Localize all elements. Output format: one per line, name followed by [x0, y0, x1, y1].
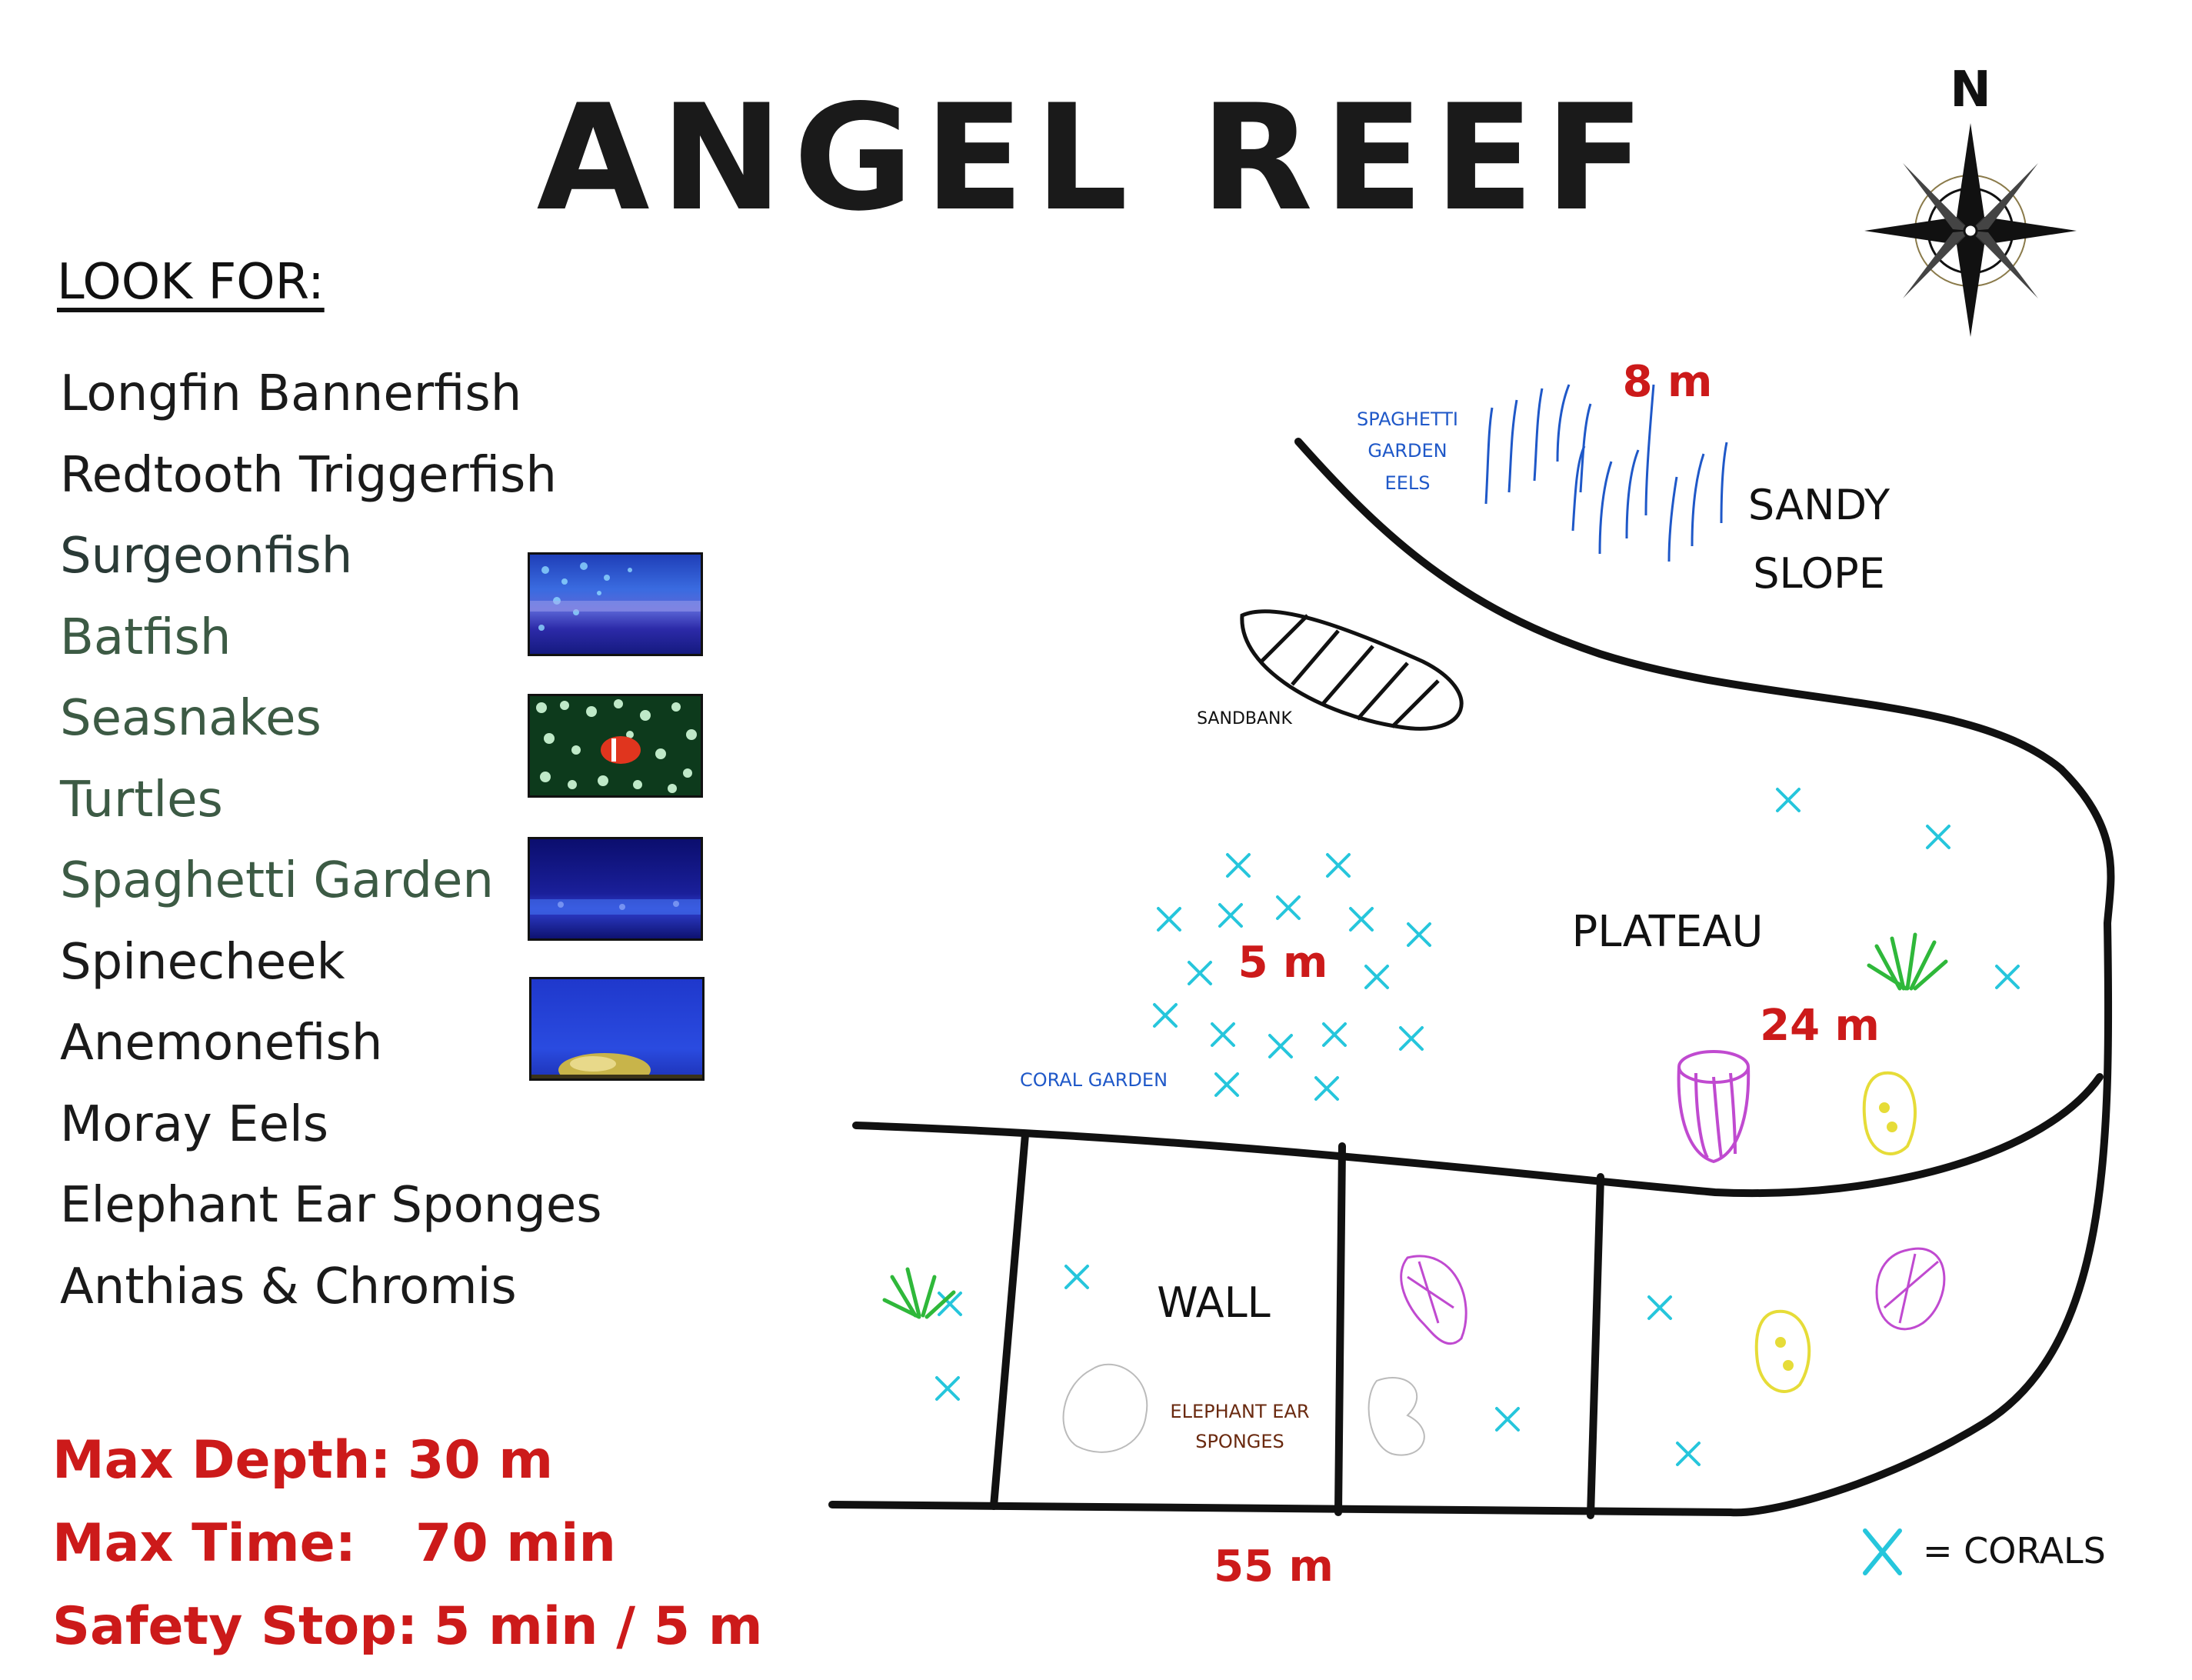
species-item: Moray Eels [60, 1095, 329, 1153]
safety-stop-label: Safety Stop: [52, 1596, 418, 1657]
coral-marker-icon [1995, 965, 2020, 989]
wall-divider-1 [990, 1131, 1029, 1510]
coral-marker-icon [1188, 961, 1212, 985]
coral-marker-icon [1407, 922, 1431, 947]
safety-stop-value: 5 min / 5 m [434, 1596, 763, 1657]
fan-coral-icon [1400, 1255, 1467, 1345]
coral-marker-icon [1314, 1076, 1339, 1101]
coral-marker-icon [1326, 853, 1351, 878]
sponge-yellow-icon [1754, 1309, 1811, 1393]
coral-marker-icon [1399, 1026, 1424, 1051]
max-time-value: 70 min [415, 1513, 616, 1574]
fan-coral-icon [1875, 1247, 1946, 1331]
coral-marker-icon [1926, 825, 1950, 849]
coral-marker-icon [1064, 1265, 1089, 1289]
barrel-sponge-icon [1677, 1050, 1751, 1164]
coral-marker-icon [938, 1292, 962, 1316]
coral-marker-icon [1214, 1072, 1239, 1097]
coral-marker-icon [1157, 907, 1181, 932]
compass-north-label: N [1950, 62, 1991, 118]
sponges-label: SPONGES [1195, 1431, 1284, 1452]
max-depth-label: Max Depth: [52, 1430, 391, 1491]
coral-marker-icon [1268, 1034, 1293, 1058]
species-list: Longfin Bannerfish Redtooth Triggerfish … [60, 354, 602, 1328]
photo-spinecheek [529, 977, 705, 1081]
species-item: Seasnakes [60, 690, 321, 747]
depth-label: 55 m [1214, 1542, 1334, 1592]
species-item: Surgeonfish [60, 528, 353, 585]
sandbank-shape [1240, 609, 1464, 731]
wall-label: WALL [1157, 1278, 1271, 1327]
sandy-slope-label: SANDY [1748, 481, 1891, 529]
depth-label: 24 m [1760, 1001, 1880, 1051]
coral-marker-icon [1495, 1407, 1520, 1432]
species-item: Redtooth Triggerfish [60, 446, 557, 504]
coral-marker-icon [935, 1376, 960, 1401]
sandbank-label: SANDBANK [1197, 709, 1292, 728]
sponges-label: ELEPHANT EAR [1170, 1401, 1309, 1422]
photo-eel-sand [530, 899, 701, 915]
coral-marker-icon [1349, 907, 1374, 932]
spaghetti-garden-label: SPAGHETTI [1357, 408, 1458, 430]
wall-divider-2 [1334, 1142, 1346, 1516]
spaghetti-garden-label: EELS [1385, 472, 1431, 494]
depth-label: 8 m [1623, 357, 1713, 407]
species-item: Spaghetti Garden [60, 852, 494, 909]
photo-anemonefish [528, 694, 703, 798]
max-time-label: Max Time: [52, 1513, 356, 1574]
species-item: Turtles [60, 771, 223, 828]
coral-garden-label: CORAL GARDEN [1020, 1069, 1168, 1091]
coral-legend-label: = CORALS [1923, 1530, 2106, 1572]
photo-anemone-dots [536, 699, 697, 793]
coral-legend-icon [1863, 1528, 1902, 1575]
elephant-ear-sponge-outline [1062, 1363, 1425, 1456]
coral-marker-icon [1776, 788, 1801, 812]
species-item: Anthias & Chromis [60, 1258, 517, 1315]
coral-marker-icon [1211, 1022, 1235, 1047]
coral-marker-icon [1218, 903, 1243, 928]
species-item: Anemonefish [60, 1015, 383, 1072]
species-item: Spinecheek [60, 933, 345, 991]
coral-marker-icon [1647, 1295, 1672, 1320]
dive-info: Max Depth: 30 m Max Time: 70 min Safety … [52, 1419, 763, 1668]
coral-marker-icon [1676, 1442, 1701, 1466]
sponge-yellow-icon [1862, 1071, 1917, 1155]
wall-top-line [852, 1073, 2104, 1198]
photo-surgeonfish [528, 552, 703, 656]
photo-fish-dots [530, 562, 701, 631]
garden-eels-icon [1484, 384, 1728, 562]
plateau-label: PLATEAU [1571, 907, 1763, 957]
spaghetti-garden-label: GARDEN [1368, 440, 1447, 462]
compass-rose-icon [1864, 123, 2077, 337]
look-for-heading: LOOK FOR: [57, 254, 325, 311]
max-depth-value: 30 m [408, 1430, 554, 1491]
wall-divider-3 [1587, 1173, 1604, 1519]
depth-label: 5 m [1238, 938, 1328, 988]
coral-marker-icon [1153, 1003, 1178, 1028]
seagrass-icon [1867, 932, 1948, 991]
sandy-slope-label: SLOPE [1753, 549, 1885, 598]
coral-marker-icon [1322, 1022, 1347, 1047]
coral-marker-icon [1226, 853, 1251, 878]
coral-markers [935, 788, 2020, 1466]
species-item: Longfin Bannerfish [60, 365, 522, 422]
title: ANGEL REEF [536, 73, 1656, 243]
photo-reef-bottom [531, 1053, 702, 1078]
species-item: Batfish [60, 608, 232, 666]
species-item: Elephant Ear Sponges [60, 1177, 602, 1234]
seagrass-icon [882, 1267, 956, 1319]
coral-marker-icon [1276, 895, 1301, 920]
slope-edge-line [828, 438, 2115, 1517]
photo-spaghetti-garden-eels [528, 837, 703, 941]
coral-marker-icon [1364, 965, 1389, 989]
